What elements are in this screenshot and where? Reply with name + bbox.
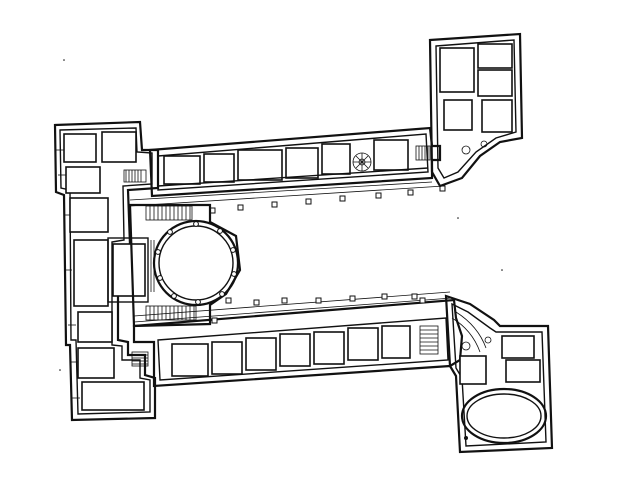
- room-w-2: [73, 239, 109, 307]
- room-s-7: [381, 325, 411, 359]
- rotunda: [152, 219, 240, 307]
- room-nw-2: [101, 131, 137, 163]
- ne-tower: [428, 32, 524, 188]
- room-s-4: [279, 333, 311, 367]
- spiral-stair: [352, 152, 372, 172]
- left-wing: [53, 120, 160, 422]
- room-n-2: [203, 153, 235, 183]
- room-se-3: [459, 355, 487, 385]
- room-n-5: [321, 143, 351, 175]
- se-tower: [444, 294, 554, 454]
- room-s-5: [313, 331, 345, 365]
- stair-sw: [131, 351, 149, 367]
- room-w-3: [77, 311, 113, 343]
- room-nw-3: [65, 166, 101, 194]
- room-se-1: [501, 335, 535, 359]
- room-n-6: [373, 139, 409, 171]
- central-court: [128, 203, 242, 328]
- room-se-2: [505, 359, 541, 383]
- stair-se: [419, 325, 439, 355]
- south-range: [132, 291, 464, 388]
- north-range: [129, 126, 446, 214]
- room-s-6: [347, 327, 379, 361]
- room-n-4: [285, 147, 319, 179]
- oval-hall: [460, 387, 548, 445]
- stair-nw: [123, 169, 147, 183]
- room-nw-1: [63, 133, 97, 163]
- room-n-3: [237, 149, 283, 181]
- room-ne-3: [477, 69, 513, 97]
- room-sw-1: [77, 347, 115, 379]
- room-s-3: [245, 337, 277, 371]
- room-ne-1: [439, 47, 475, 93]
- stair-ne: [415, 145, 431, 161]
- hall-west: [112, 243, 146, 297]
- room-ne-2: [477, 43, 513, 69]
- stair-court-north: [145, 205, 193, 221]
- room-ne-5: [481, 99, 513, 133]
- room-w-1: [69, 197, 109, 233]
- room-s-2: [211, 341, 243, 375]
- room-n-1: [163, 155, 201, 185]
- room-ne-4: [443, 99, 473, 131]
- room-s-1: [171, 343, 209, 377]
- hatch-block: [147, 240, 155, 292]
- room-sw-2: [81, 381, 145, 411]
